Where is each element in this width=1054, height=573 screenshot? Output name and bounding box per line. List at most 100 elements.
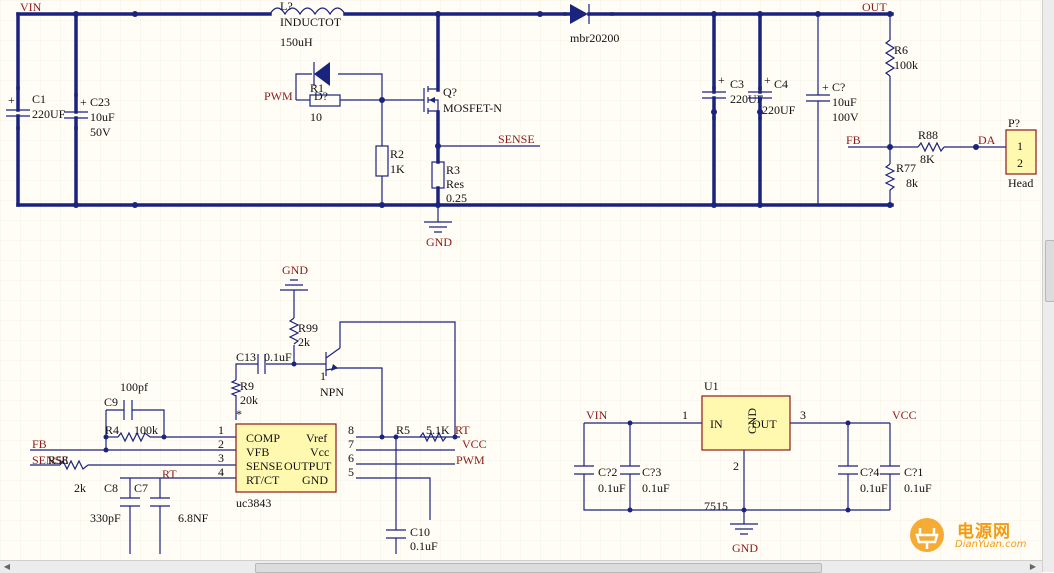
svg-text:GND: GND — [282, 263, 308, 277]
capacitor-c23[interactable]: + C23 10uF 50V — [64, 93, 115, 139]
transistor-npn[interactable]: 1 NPN — [320, 347, 344, 399]
ic-u1-7515[interactable]: U1 IN OUT GND 1 3 2 7515 — [682, 379, 806, 513]
svg-text:C?4: C?4 — [860, 465, 879, 479]
svg-text:Vcc: Vcc — [310, 445, 329, 459]
top-thin-wires — [295, 14, 1006, 222]
resistor-r99[interactable]: R99 2k — [288, 317, 318, 349]
resistor-r58[interactable]: R58 2k — [48, 453, 89, 495]
capacitor-c9[interactable]: 100pf C9 — [104, 380, 148, 420]
resistor-r88[interactable]: R88 8K — [917, 128, 945, 166]
watermark-logo: 电源网 DianYuan.com — [905, 515, 1045, 557]
svg-text:330pF: 330pF — [90, 511, 121, 525]
svg-text:100k: 100k — [894, 58, 918, 72]
resistor-r2[interactable]: R2 1K — [375, 145, 405, 177]
svg-text:R88: R88 — [918, 128, 938, 142]
capacitor-c24[interactable]: C?4 0.1uF — [838, 465, 888, 495]
capacitor-c3[interactable]: + C3 220UF — [702, 73, 764, 120]
controller-junctions — [103, 361, 458, 453]
capacitor-c4[interactable]: + C4 220UF — [748, 73, 796, 120]
vertical-scroll-thumb[interactable] — [1045, 240, 1054, 302]
svg-text:1K: 1K — [390, 162, 405, 176]
horizontal-scrollbar[interactable]: ◀ ▶ — [0, 560, 1042, 573]
svg-text:2k: 2k — [74, 481, 86, 495]
net-da: DA — [978, 133, 996, 147]
capacitor-c22[interactable]: C?2 0.1uF — [574, 465, 626, 495]
svg-text:L?: L? — [280, 0, 293, 13]
svg-text:R1: R1 — [310, 81, 324, 95]
svg-text:0.1uF: 0.1uF — [860, 481, 888, 495]
svg-text:C?2: C?2 — [598, 465, 617, 479]
svg-text:uc3843: uc3843 — [236, 496, 271, 510]
net-sense-2: SENSE — [32, 453, 69, 467]
header-connector-p[interactable]: P? 1 2 Head — [1005, 116, 1037, 190]
svg-text:220UF: 220UF — [32, 107, 66, 121]
net-out: OUT — [862, 0, 887, 14]
net-pwm: PWM — [264, 89, 293, 103]
svg-text:NPN: NPN — [320, 385, 344, 399]
resistor-r77[interactable]: R77 8k — [884, 161, 918, 191]
watermark-cn: 电源网 — [957, 522, 1011, 542]
svg-text:Q?: Q? — [443, 85, 457, 99]
diode-mbr20200[interactable]: mbr20200 — [563, 4, 619, 45]
svg-text:100k: 100k — [134, 423, 158, 437]
capacitor-c8[interactable]: C8 330pF — [90, 481, 140, 525]
svg-text:7515: 7515 — [704, 499, 728, 513]
regulator-wires — [583, 422, 891, 524]
capacitor-c21[interactable]: C?1 0.1uF — [880, 465, 932, 495]
net-rt-2: RT — [162, 467, 177, 481]
ground-symbol-top: GND — [424, 221, 452, 249]
capacitor-c23b[interactable]: C?3 0.1uF — [620, 465, 670, 495]
svg-text:+: + — [822, 80, 829, 94]
resistor-r9[interactable]: R9 20k * — [230, 379, 258, 421]
svg-text:+: + — [8, 93, 15, 107]
svg-text:VFB: VFB — [246, 445, 269, 459]
svg-text:2: 2 — [218, 437, 224, 451]
scroll-right-arrow-icon[interactable]: ▶ — [1029, 562, 1037, 571]
resistor-r1[interactable]: R1 10 — [309, 81, 341, 124]
svg-text:2k: 2k — [298, 335, 310, 349]
svg-text:SENSE: SENSE — [246, 459, 283, 473]
svg-text:1: 1 — [218, 423, 224, 437]
svg-text:C23: C23 — [90, 95, 110, 109]
net-fb: FB — [846, 133, 861, 147]
scroll-left-arrow-icon[interactable]: ◀ — [3, 562, 11, 571]
regulator-junctions — [627, 420, 851, 513]
svg-text:C?3: C?3 — [642, 465, 661, 479]
svg-text:Head: Head — [1008, 176, 1033, 190]
resistor-r3[interactable]: R3 Res 0.25 — [431, 161, 467, 205]
net-rt: RT — [455, 423, 470, 437]
diode-d2[interactable]: D? — [313, 62, 330, 103]
svg-text:+: + — [764, 73, 771, 87]
capacitor-c7[interactable]: + C? 10uF 100V — [806, 80, 859, 124]
inductor-l[interactable]: L? INDUCTOT 150uH — [269, 0, 346, 49]
resistor-r6[interactable]: R6 100k — [884, 39, 918, 77]
svg-text:R2: R2 — [390, 147, 404, 161]
resistor-r4[interactable]: R4 100k — [105, 423, 158, 443]
ic-uc3843[interactable]: COMP VFB SENSE RT/CT Vref Vcc OUTPUT GND… — [218, 423, 354, 510]
mosfet-q[interactable]: Q? MOSFET-N — [420, 85, 502, 115]
svg-text:4: 4 — [218, 465, 224, 479]
top-junctions — [73, 11, 979, 208]
plug-icon — [910, 518, 944, 552]
svg-text:Res: Res — [446, 177, 464, 191]
resistor-r5[interactable]: R5 5.1K — [396, 423, 450, 443]
svg-text:C?: C? — [832, 80, 845, 94]
svg-text:R3: R3 — [446, 163, 460, 177]
capacitor-c13[interactable]: C13 0.1uF — [236, 350, 292, 374]
svg-text:R5: R5 — [396, 423, 410, 437]
svg-text:R4: R4 — [105, 423, 119, 437]
svg-text:0.25: 0.25 — [446, 191, 467, 205]
grid-background — [0, 0, 1042, 560]
net-vcc: VCC — [462, 437, 487, 451]
svg-text:C13: C13 — [236, 350, 256, 364]
net-sense: SENSE — [498, 132, 535, 146]
svg-text:OUTPUT: OUTPUT — [284, 459, 332, 473]
svg-text:COMP: COMP — [246, 431, 280, 445]
capacitor-c1[interactable]: + C1 220UF — [6, 86, 66, 130]
capacitor-c10[interactable]: C10 0.1uF — [386, 525, 438, 553]
vertical-scrollbar[interactable] — [1042, 0, 1054, 572]
net-vin: VIN — [20, 0, 42, 14]
svg-text:0.1uF: 0.1uF — [642, 481, 670, 495]
capacitor-c7b[interactable]: C7 6.8NF — [134, 481, 209, 525]
